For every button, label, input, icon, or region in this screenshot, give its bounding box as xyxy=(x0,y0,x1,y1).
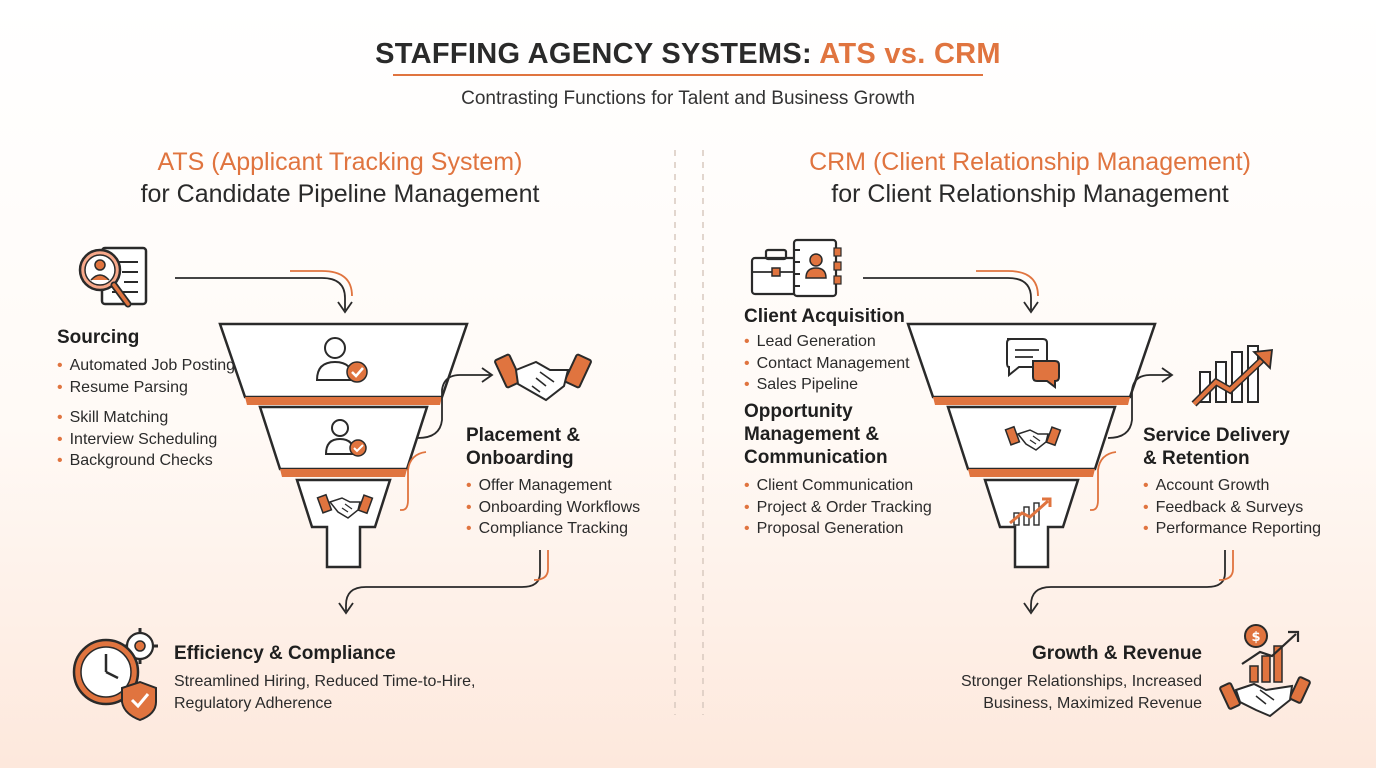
opportunity-title-line3: Communication xyxy=(744,447,888,468)
clock-shield-icon xyxy=(72,628,158,722)
list-item: Automated Job Posting xyxy=(57,355,235,377)
ats-subheading: for Candidate Pipeline Management xyxy=(140,180,540,208)
list-item: Background Checks xyxy=(57,450,217,472)
ats-heading: ATS (Applicant Tracking System) xyxy=(157,148,523,176)
list-item: Performance Reporting xyxy=(1143,518,1321,540)
sourcing-title: Sourcing xyxy=(57,327,140,348)
ats-connector-bottom xyxy=(338,550,549,615)
opportunity-title-line1: Opportunity xyxy=(744,401,853,422)
growth-line2: Business, Maximized Revenue xyxy=(983,694,1202,712)
sourcing-list-b: Skill Matching Interview Scheduling Back… xyxy=(57,407,218,472)
growth-description: Stronger Relationships, Increased Busine… xyxy=(900,671,1202,714)
growth-chart-small-icon xyxy=(1009,497,1052,526)
list-item: Resume Parsing xyxy=(57,377,235,399)
acquisition-list: Lead Generation Contact Management Sales… xyxy=(744,331,910,396)
placement-title-line2: Onboarding xyxy=(466,448,574,469)
list-item: Feedback & Surveys xyxy=(1143,497,1321,519)
placement-title-line1: Placement & xyxy=(466,425,581,446)
crm-section-heading: CRM (Client Relationship Management) for… xyxy=(730,146,1330,210)
handshake-small-icon xyxy=(1004,425,1062,451)
candidate-approved-icon xyxy=(315,337,368,383)
handshake-small-icon xyxy=(316,493,374,519)
growth-line1: Stronger Relationships, Increased xyxy=(960,673,1202,690)
list-item: Sales Pipeline xyxy=(744,374,910,396)
ats-connector-right xyxy=(400,367,494,511)
placement-list: Offer Management Onboarding Workflows Co… xyxy=(466,475,641,540)
efficiency-line2: Regulatory Adherence xyxy=(174,694,333,712)
svg-text:$: $ xyxy=(1251,630,1260,645)
candidate-verified-icon xyxy=(324,419,367,457)
chat-bubbles-icon xyxy=(1006,338,1060,389)
resume-search-icon xyxy=(78,246,148,308)
list-item: Offer Management xyxy=(466,475,640,497)
list-item: Interview Scheduling xyxy=(57,429,218,451)
list-item: Skill Matching xyxy=(57,407,217,429)
delivery-title: Service Delivery & Retention xyxy=(1143,424,1290,470)
opportunity-title: Opportunity Management & Communication xyxy=(744,400,888,469)
opportunity-list: Client Communication Project & Order Tra… xyxy=(744,475,932,540)
placement-title: Placement & Onboarding xyxy=(466,424,580,470)
growth-chart-icon xyxy=(1191,345,1274,407)
center-divider xyxy=(674,150,704,715)
list-item: Onboarding Workflows xyxy=(466,497,641,519)
crm-connector-right xyxy=(1090,367,1174,511)
page-title: STAFFING AGENCY SYSTEMS: ATS vs. CRM xyxy=(0,38,1376,71)
title-prefix: STAFFING AGENCY SYSTEMS: xyxy=(375,38,820,70)
crm-subheading: for Client Relationship Management xyxy=(831,180,1229,208)
list-item: Lead Generation xyxy=(744,331,910,353)
efficiency-description: Streamlined Hiring, Reduced Time-to-Hire… xyxy=(174,671,475,714)
page-subtitle: Contrasting Functions for Talent and Bus… xyxy=(461,88,915,109)
efficiency-line1: Streamlined Hiring, Reduced Time-to-Hire… xyxy=(174,673,476,690)
briefcase-contacts-icon xyxy=(750,238,842,298)
opportunity-title-line2: Management & xyxy=(744,424,880,445)
handshake-icon xyxy=(494,353,592,402)
growth-title: Growth & Revenue xyxy=(1032,643,1202,664)
efficiency-title: Efficiency & Compliance xyxy=(174,643,396,664)
list-item: Client Communication xyxy=(744,475,932,497)
ats-section-heading: ATS (Applicant Tracking System) for Cand… xyxy=(40,146,640,210)
title-underline xyxy=(393,74,983,76)
crm-heading: CRM (Client Relationship Management) xyxy=(809,148,1251,176)
crm-connector-top xyxy=(863,270,1039,314)
sourcing-list-a: Automated Job Posting Resume Parsing xyxy=(57,355,235,398)
list-item: Compliance Tracking xyxy=(466,518,640,540)
list-item: Project & Order Tracking xyxy=(744,497,932,519)
acquisition-title: Client Acquisition xyxy=(744,306,905,327)
list-item: Contact Management xyxy=(744,353,910,375)
crm-connector-bottom xyxy=(1023,550,1234,615)
delivery-list: Account Growth Feedback & Surveys Perfor… xyxy=(1143,475,1321,540)
delivery-title-line2: & Retention xyxy=(1143,448,1250,469)
revenue-handshake-icon: $ xyxy=(1219,624,1311,718)
delivery-title-line1: Service Delivery xyxy=(1143,425,1290,446)
list-item: Account Growth xyxy=(1143,475,1321,497)
title-accent: ATS vs. CRM xyxy=(819,38,1001,70)
ats-connector-top xyxy=(175,270,353,314)
list-item: Proposal Generation xyxy=(744,518,932,540)
